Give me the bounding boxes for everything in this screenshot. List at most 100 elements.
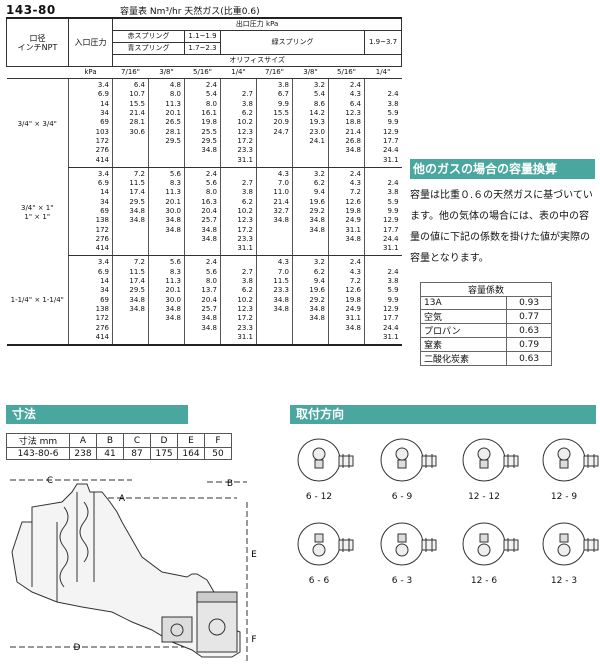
capacity-cell: 31.1 — [363, 332, 402, 346]
capacity-cell: 29.5 — [112, 197, 149, 207]
capacity-cell: 4.3 — [328, 90, 365, 100]
capacity-cell: 12.9 — [363, 216, 402, 226]
capacity-cell: 29.2 — [292, 295, 329, 305]
capacity-cell: 19.3 — [292, 118, 329, 128]
inlet-pressure-cell: 3.4 — [68, 167, 113, 179]
capacity-cell: 2.4 — [328, 167, 365, 179]
capacity-cell: 20.1 — [148, 108, 185, 119]
capacity-cell: 28.1 — [148, 127, 185, 137]
capacity-cell: 11.5 — [112, 267, 149, 277]
inlet-pressure-cell: 6.9 — [68, 178, 113, 189]
capacity-cell: 29.5 — [184, 136, 221, 147]
capacity-cell: 31.1 — [220, 244, 257, 257]
capacity-cell: 7.0 — [256, 267, 293, 277]
mounting-diagram: 12 - 12 — [460, 436, 520, 502]
inlet-pressure-cell: 172 — [68, 136, 113, 147]
regulator-orientation-icon — [542, 522, 599, 566]
inlet-pressure-cell: 103 — [68, 127, 113, 137]
capacity-cell: 19.6 — [292, 197, 329, 207]
mounting-label: 12 - 12 — [468, 492, 500, 502]
capacity-cell: 8.6 — [292, 99, 329, 109]
capacity-cell: 10.2 — [220, 118, 257, 128]
inlet-pressure-cell: 138 — [68, 216, 113, 226]
capacity-cell: 20.9 — [256, 118, 293, 128]
capacity-cell — [112, 332, 149, 346]
capacity-cell: 24.4 — [363, 234, 402, 245]
capacity-cell: 9.9 — [363, 118, 402, 128]
capacity-cell: 3.8 — [256, 78, 293, 91]
inlet-pressure-cell: 34 — [68, 197, 113, 207]
capacity-cell: 30.0 — [148, 295, 185, 305]
capacity-cell: 11.5 — [112, 178, 149, 189]
inlet-pressure-cell: 69 — [68, 118, 113, 128]
capacity-cell: 16.1 — [184, 108, 221, 119]
inlet-pressure-cell: 34 — [68, 286, 113, 296]
capacity-cell: 30.0 — [148, 206, 185, 217]
dim-header-cell: E — [177, 433, 205, 448]
capacity-cell — [220, 78, 257, 91]
capacity-cell: 3.8 — [220, 276, 257, 287]
dim-header-cell: B — [96, 433, 124, 448]
capacity-cell: 24.9 — [328, 216, 365, 226]
red-range: 1.1~1.9 — [184, 30, 221, 43]
capacity-cell: 19.8 — [184, 118, 221, 128]
capacity-cell — [292, 234, 329, 245]
capacity-cell: 25.5 — [184, 127, 221, 137]
inlet-pressure-cell: 414 — [68, 155, 113, 168]
capacity-cell: 6.7 — [256, 90, 293, 100]
mounting-label: 6 - 9 — [391, 492, 413, 502]
capacity-cell: 29.5 — [112, 286, 149, 296]
capacity-cell — [220, 255, 257, 268]
inlet-pressure-cell: 3.4 — [68, 78, 113, 91]
capacity-cell: 24.4 — [363, 146, 402, 156]
inlet-pressure-cell: 276 — [68, 146, 113, 156]
orifice-cell: 1/4" — [220, 66, 257, 79]
inlet-pressure-cell: 276 — [68, 234, 113, 245]
capacity-cell — [184, 155, 221, 168]
capacity-cell: 10.7 — [112, 90, 149, 100]
capacity-cell: 6.4 — [112, 78, 149, 91]
capacity-cell: 21.4 — [328, 127, 365, 137]
capacity-cell: 2.4 — [184, 78, 221, 91]
capacity-cell: 5.9 — [363, 197, 402, 207]
capacity-cell: 6.2 — [220, 108, 257, 119]
capacity-cell — [256, 234, 293, 245]
gas-name: 二酸化炭素 — [419, 351, 508, 366]
capacity-cell: 11.3 — [148, 188, 185, 198]
dim-cell: 41 — [96, 447, 124, 460]
capacity-cell: 12.6 — [328, 197, 365, 207]
regulator-orientation-icon — [542, 438, 599, 482]
mounting-label: 6 - 3 — [391, 576, 413, 586]
mounting-label: 12 - 6 — [470, 576, 498, 586]
capacity-cell: 2.4 — [184, 255, 221, 268]
capacity-cell — [292, 332, 329, 346]
dim-label-b: B — [227, 479, 233, 489]
capacity-cell: 24.4 — [363, 323, 402, 333]
capacity-cell: 2.7 — [220, 178, 257, 189]
capacity-cell: 23.3 — [256, 286, 293, 296]
regulator-orientation-icon — [380, 438, 437, 482]
capacity-cell: 34.8 — [184, 314, 221, 324]
capacity-cell: 9.9 — [363, 206, 402, 217]
orifice-cell: 1/4" — [364, 66, 402, 79]
gas-value: 0.63 — [506, 323, 552, 338]
capacity-cell: 17.7 — [363, 314, 402, 324]
capacity-cell — [148, 244, 185, 257]
mounting-diagram: 12 - 6 — [460, 520, 520, 586]
mounting-section-title: 取付方向 — [290, 405, 596, 424]
dim-header-cell: D — [150, 433, 178, 448]
capacity-cell: 4.8 — [148, 78, 185, 91]
capacity-cell: 5.4 — [184, 90, 221, 100]
capacity-cell — [112, 146, 149, 156]
capacity-cell: 9.9 — [363, 295, 402, 305]
